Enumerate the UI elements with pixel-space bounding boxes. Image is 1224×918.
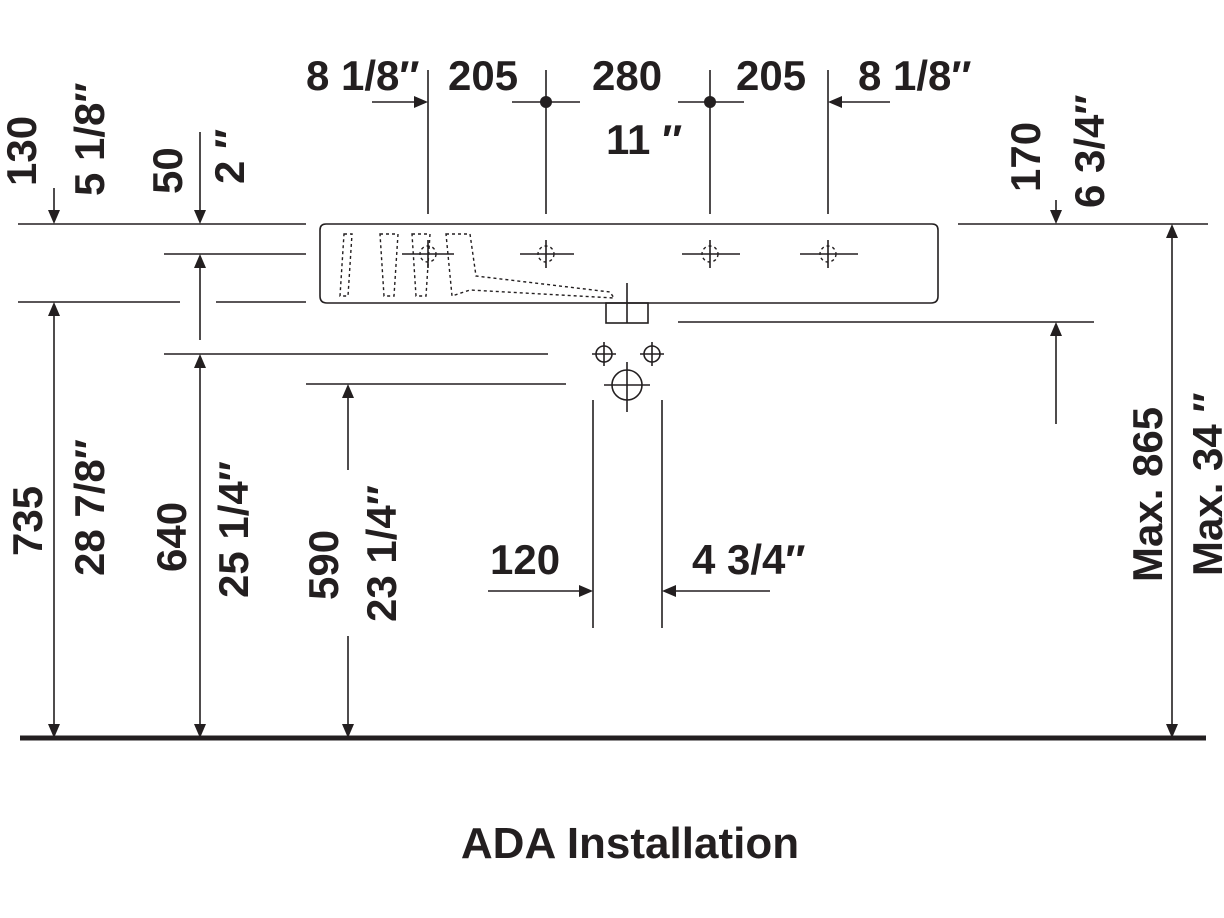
dim-590: 590 [300,530,347,600]
dim-170: 170 [1002,122,1049,192]
dim-120-imperial: 4 3/4″ [692,536,806,583]
dim-640-imperial: 25 1/4″ [210,461,257,598]
dim-130: 130 [0,116,45,186]
dim-170-imperial: 6 3/4″ [1066,94,1113,208]
dim-center-metric: 280 [592,52,662,99]
dim-max-imperial: Max. 34 ″ [1184,392,1224,576]
dim-max-metric: Max. 865 [1124,407,1171,582]
tap-hole-markers [402,240,858,268]
tap-hole-2 [520,240,574,268]
basin [319,223,939,324]
dim-center-imperial: 11 ″ [606,116,682,163]
dim-640: 640 [148,502,195,572]
dim-735: 735 [4,486,51,556]
top-dimension-arrows [372,96,890,108]
dim-590-imperial: 23 1/4″ [358,485,405,622]
left-dimension-arrows [48,132,354,738]
dim-right-metric: 205 [736,52,806,99]
dim-50: 50 [144,147,191,194]
dim-130-imperial: 5 1/8″ [66,82,113,196]
drawing-title: ADA Installation [461,819,799,868]
extension-lines [18,70,1208,628]
tap-hole-4 [800,240,858,268]
dim-50-imperial: 2 ″ [206,129,253,184]
right-dimension-arrows [1050,200,1178,738]
supply-and-waste-symbols [592,342,664,412]
dim-left-imperial: 8 1/8″ [306,52,420,99]
bottom-dimension-arrows [488,585,770,597]
tap-hole-3 [682,240,740,268]
dim-735-imperial: 28 7/8″ [66,439,113,576]
tap-hole-1 [402,240,454,268]
dim-120: 120 [490,536,560,583]
dim-right-imperial: 8 1/8″ [858,52,972,99]
dim-left-metric: 205 [448,52,518,99]
